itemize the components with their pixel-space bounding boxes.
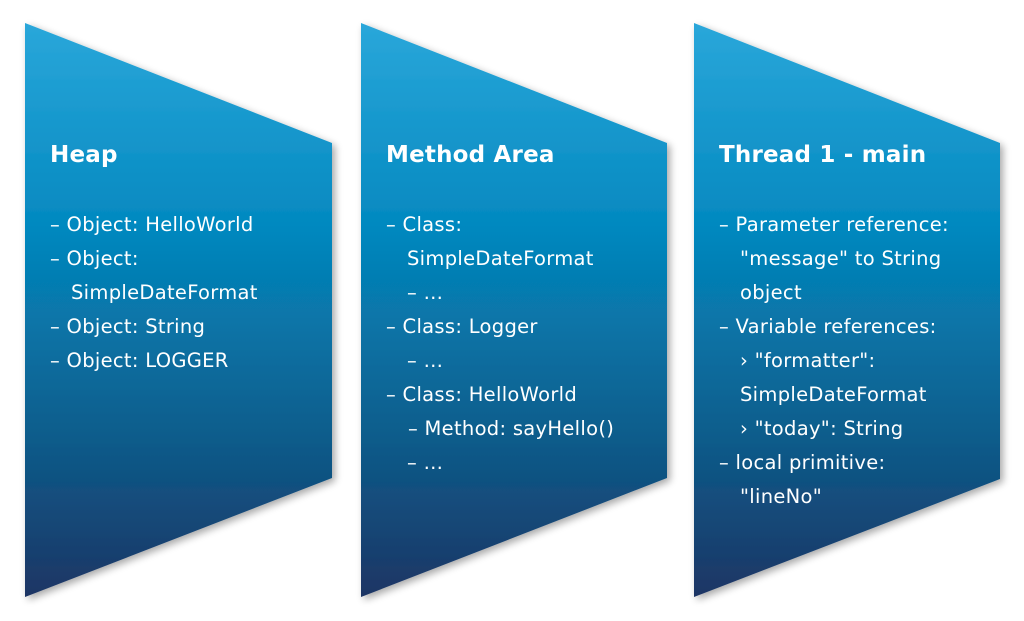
- thread-list: – Parameter reference: "message" to Strin…: [719, 208, 949, 514]
- list-item: › "formatter":: [740, 349, 876, 372]
- list-item: – Class: HelloWorld: [386, 383, 578, 406]
- list-item: – Class:: [386, 213, 463, 236]
- method-area-title: Method Area: [386, 142, 555, 168]
- list-item: – …: [407, 451, 444, 474]
- heap-panel-shape: [25, 23, 332, 597]
- method-area-panel: Method Area – Class:SimpleDateFormat– …–…: [386, 142, 614, 480]
- list-item: – Variable references:: [719, 315, 937, 338]
- list-item: – Class: Logger: [386, 315, 538, 338]
- thread-panel-shape: [694, 23, 1000, 597]
- list-item: – Method: sayHello(): [408, 417, 615, 440]
- list-item: – Object: String: [50, 315, 206, 338]
- method-area-list: – Class: SimpleDateFormat – … – Class: Logg…: [386, 208, 614, 480]
- list-item: – …: [407, 349, 444, 372]
- list-item: › "today": String: [740, 417, 904, 440]
- method-area-panel-shape: [361, 23, 667, 597]
- list-item: – Object: LOGGER: [50, 349, 229, 372]
- heap-panel: Heap – Object: HelloWorld – Object: Simple…: [50, 142, 258, 378]
- list-item: SimpleDateFormat: [407, 247, 594, 270]
- thread-title: Thread 1 - main: [719, 142, 927, 168]
- list-item: – Object: HelloWorld: [50, 213, 254, 236]
- list-item: – Parameter reference:: [719, 213, 949, 236]
- list-item: "message" to String: [740, 247, 942, 270]
- list-item: – local primitive:: [719, 451, 886, 474]
- heap-title: Heap: [50, 142, 118, 168]
- list-item: – Object:: [50, 247, 139, 270]
- heap-list: – Object: HelloWorld – Object: SimpleDateF…: [50, 208, 258, 378]
- list-item: object: [740, 281, 802, 304]
- list-item: – …: [407, 281, 444, 304]
- list-item: SimpleDateFormat: [71, 281, 258, 304]
- thread-panel: Thread 1 - main – Parameter reference: "m…: [719, 142, 949, 514]
- list-item: "lineNo": [740, 485, 823, 508]
- list-item: SimpleDateFormat: [740, 383, 927, 406]
